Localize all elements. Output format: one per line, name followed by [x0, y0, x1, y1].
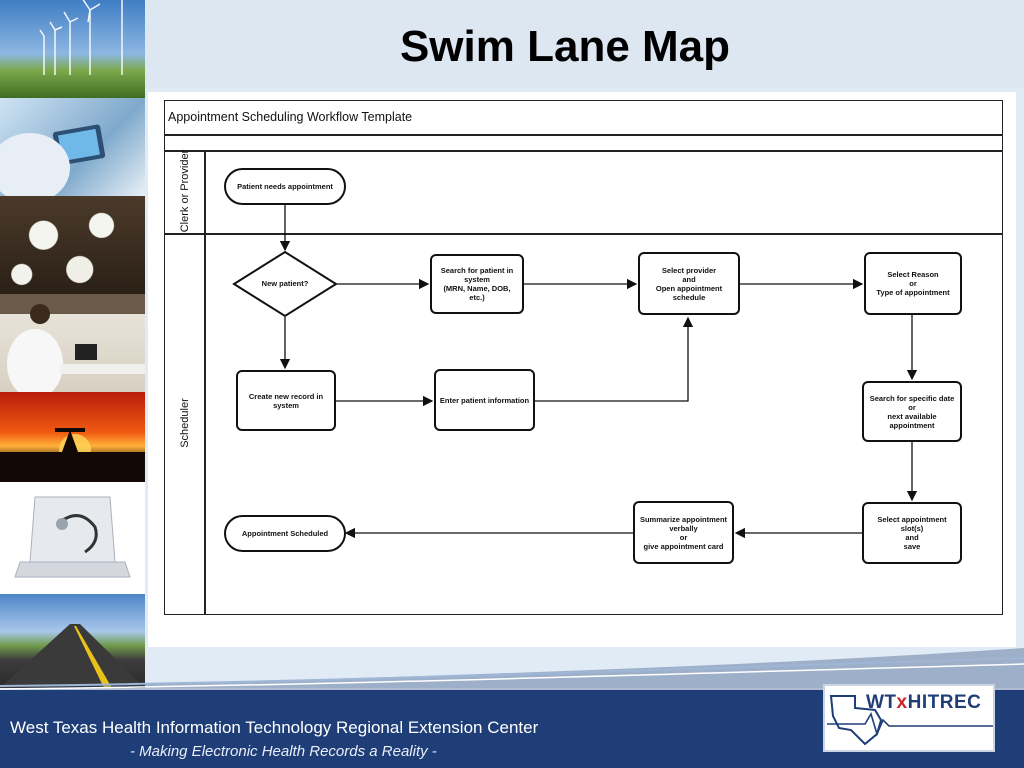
lane-divider — [164, 233, 1003, 235]
start-node-label: Patient needs appointment — [237, 182, 333, 191]
lane-label-scheduler: Scheduler — [179, 398, 191, 448]
summarize-node: Summarize appointment verbally or give a… — [633, 501, 734, 564]
wtxhitrec-logo — [823, 684, 995, 752]
title-divider — [164, 134, 1003, 136]
lane-label-divider — [204, 150, 206, 615]
laptop-stethoscope-photo — [0, 482, 145, 594]
diagram-title: Appointment Scheduling Workflow Template — [168, 110, 413, 124]
footer-org-name: West Texas Health Information Technology… — [10, 718, 539, 737]
create-record-node: Create new record in system — [236, 370, 336, 431]
search-date-node: Search for specific date or next availab… — [862, 381, 962, 442]
select-reason-node: Select Reason or Type of appointment — [864, 252, 962, 315]
doctor-tablet-photo — [0, 98, 145, 196]
oil-pump-sunset-photo — [0, 392, 145, 482]
wind-turbine-photo — [0, 0, 145, 98]
summarize-label: Summarize appointment verbally or give a… — [639, 514, 728, 551]
select-slot-label: Select appointment slot(s) and save — [877, 515, 947, 551]
decision-label: New patient? — [261, 279, 309, 288]
lane-label-clerk: Clerk or Provider — [179, 149, 191, 233]
select-provider-label: Select provider and Open appointment sch… — [655, 265, 723, 302]
search-patient-label: Search for patient in system (MRN, Name,… — [440, 266, 514, 302]
footer-swoosh — [0, 648, 1024, 690]
select-provider-node: Select provider and Open appointment sch… — [638, 252, 740, 315]
highway-photo — [0, 594, 145, 688]
enter-info-label: Enter patient information — [439, 395, 530, 405]
cotton-photo — [0, 196, 145, 294]
lab-doctor-photo — [0, 294, 145, 392]
create-record-label: Create new record in system — [248, 391, 324, 410]
end-node: Appointment Scheduled — [224, 515, 346, 552]
logo-text-wt: WT — [866, 692, 897, 713]
end-node-label: Appointment Scheduled — [241, 529, 329, 538]
header-divider — [164, 150, 1003, 152]
search-patient-node: Search for patient in system (MRN, Name,… — [430, 254, 524, 314]
logo-text-hitrec: HITREC — [907, 692, 982, 713]
photo-strip — [0, 0, 145, 688]
select-slot-node: Select appointment slot(s) and save — [862, 502, 962, 564]
start-node: Patient needs appointment — [224, 168, 346, 205]
search-date-label: Search for specific date or next availab… — [869, 393, 955, 430]
title-band — [145, 0, 1024, 88]
logo-text-x: x — [896, 692, 908, 713]
logo-text: WTxHITREC — [866, 692, 981, 714]
select-reason-label: Select Reason or Type of appointment — [876, 270, 950, 297]
footer-tagline: - Making Electronic Health Records a Rea… — [130, 743, 437, 760]
texas-map-icon — [827, 695, 993, 746]
enter-info-node: Enter patient information — [434, 369, 535, 431]
slide-title: Swim Lane Map — [399, 22, 731, 71]
